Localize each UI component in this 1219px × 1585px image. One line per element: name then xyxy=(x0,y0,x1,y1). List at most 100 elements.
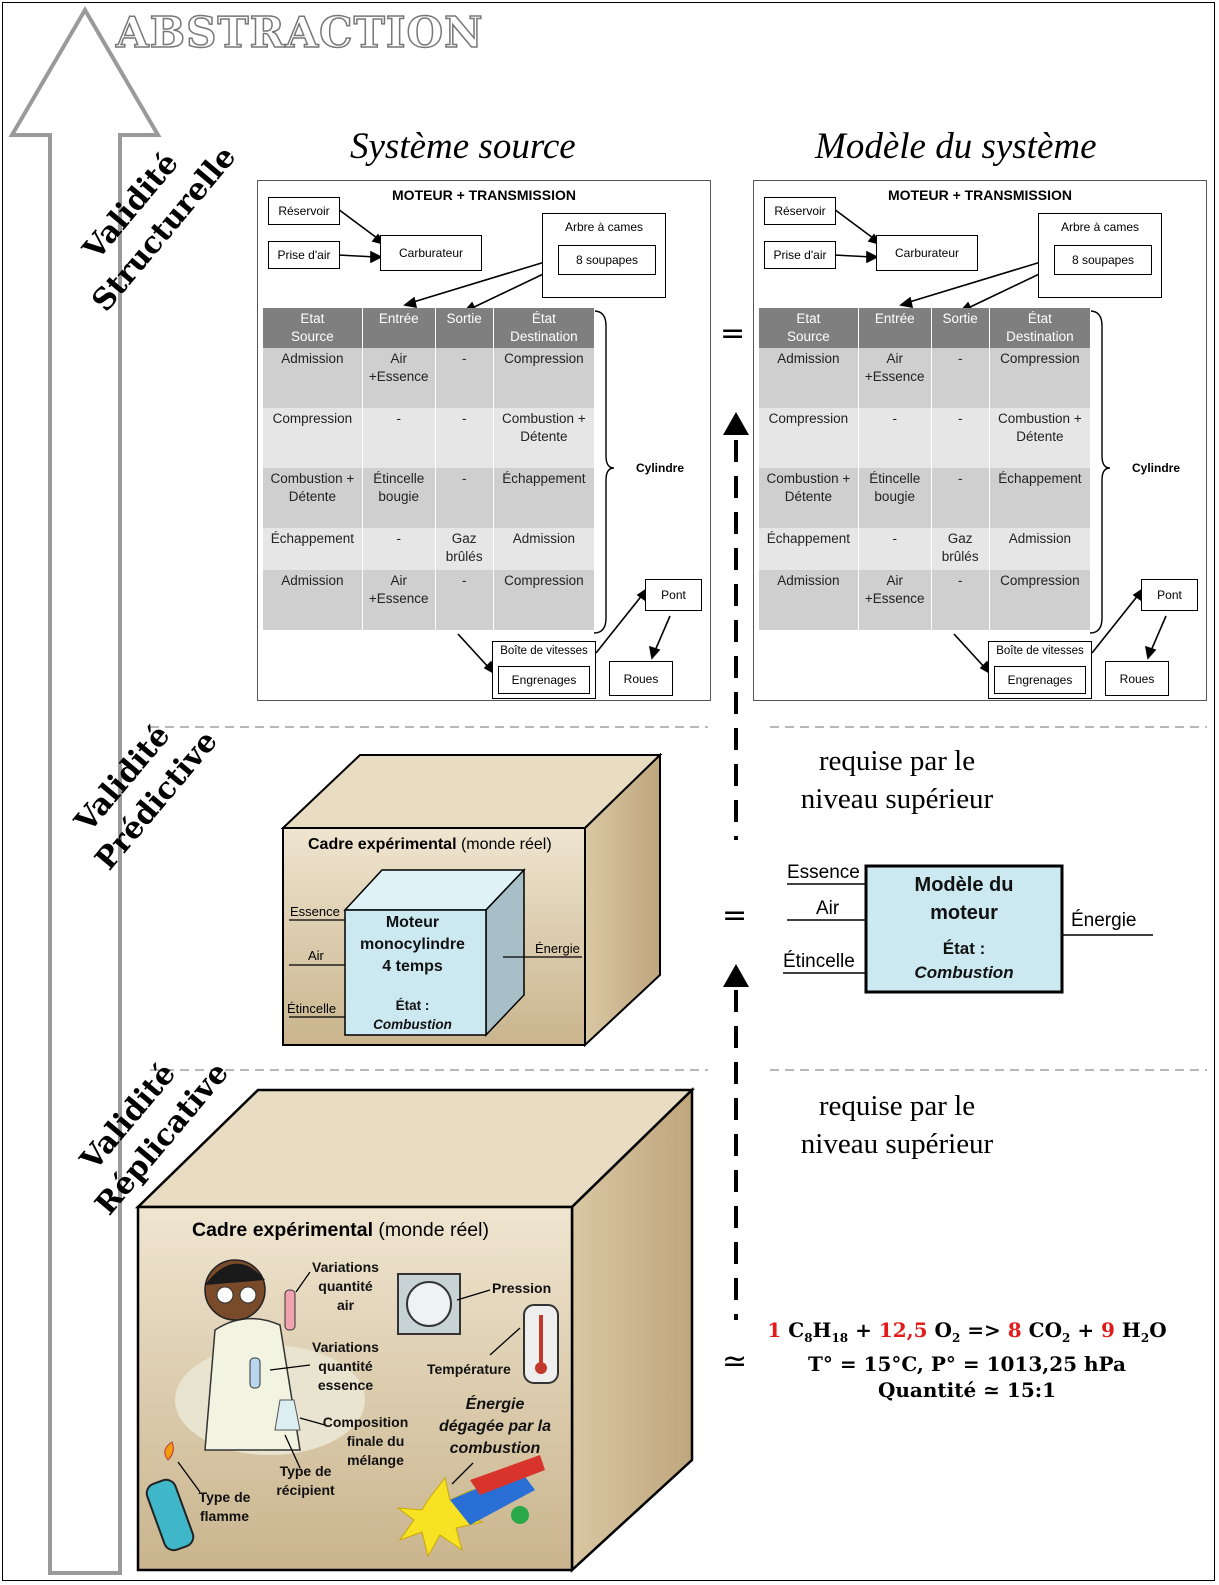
box-pont: Pont xyxy=(645,579,702,611)
table-cell: - xyxy=(435,570,494,630)
box-reservoir: Réservoir xyxy=(268,197,340,225)
thermometer-illustration xyxy=(523,1304,559,1384)
table-header-cell: Sortie xyxy=(435,308,494,348)
table-row: Compression--Combustion +Détente xyxy=(263,408,596,468)
structure-arrows xyxy=(337,208,671,675)
box-engrenages: Engrenages xyxy=(498,666,590,694)
table-header-cell: Entrée xyxy=(858,308,932,348)
table-cell: Combustion +Détente xyxy=(263,468,363,528)
predictive-input-air: Air xyxy=(308,948,324,963)
label-pression: Pression xyxy=(492,1280,552,1296)
equal-sign-predictive: = xyxy=(722,898,748,933)
box-roues: Roues xyxy=(609,661,673,696)
table-cell: Admission xyxy=(493,528,596,570)
model-state: État :Combustion xyxy=(914,939,1014,982)
table-cell: - xyxy=(931,348,990,408)
table-cell: Échappement xyxy=(759,528,859,570)
structure-arrows xyxy=(833,208,1167,675)
table-cell: - xyxy=(362,408,436,468)
table-cell: Échappement xyxy=(493,468,596,528)
scientist-illustration xyxy=(175,1259,365,1455)
cylindre-label: Cylindre xyxy=(636,461,685,475)
table-cell: - xyxy=(858,408,932,468)
column-title-model: Modèle du système xyxy=(815,126,1097,167)
predictive-input-etincelle: Étincelle xyxy=(287,1001,337,1016)
equal-sign-structure: = xyxy=(720,316,746,351)
dashed-arrow-lower-head xyxy=(723,964,749,987)
table-cell: Compression xyxy=(493,348,596,408)
table-cell: - xyxy=(362,528,436,570)
box-engrenages: Engrenages xyxy=(994,666,1086,694)
table-cell: - xyxy=(931,408,990,468)
box-roues: Roues xyxy=(1105,661,1169,696)
table-cell: Air+Essence xyxy=(858,570,932,630)
inner-cube-front xyxy=(344,909,487,1036)
model-input-air: Air xyxy=(816,898,840,919)
table-cell: Admission xyxy=(263,348,363,408)
table-cell: Compression xyxy=(989,570,1092,630)
gauge-illustration xyxy=(397,1273,461,1335)
table-cell: Échappement xyxy=(263,528,363,570)
table-cell: Air+Essence xyxy=(362,348,436,408)
structure-panel-source: MOTEUR + TRANSMISSION Réservoir Prise d'… xyxy=(257,180,711,701)
table-cell: - xyxy=(931,468,990,528)
table-cell: Compression xyxy=(759,408,859,468)
box-pont: Pont xyxy=(1141,579,1198,611)
predictive-input-essence: Essence xyxy=(290,904,340,919)
model-input-etincelle: Étincelle xyxy=(783,951,855,972)
box-carburateur: Carburateur xyxy=(380,235,482,271)
table-cell: Air+Essence xyxy=(858,348,932,408)
structure-title: MOTEUR + TRANSMISSION xyxy=(888,187,1072,203)
approx-sign-replicative: ≃ xyxy=(722,1344,748,1379)
equation-line-2: T° = 15°C, P° = 1013,25 hPa xyxy=(807,1352,1127,1376)
abstraction-label: ABSTRACTION xyxy=(115,7,484,58)
table-header-cell: Entrée xyxy=(362,308,436,348)
table-cell: Combustion +Détente xyxy=(989,408,1092,468)
table-cell: - xyxy=(435,468,494,528)
table-cell: Admission xyxy=(989,528,1092,570)
chemical-equation: 1 C8H18 + 12,5 O2 => 8 CO2 + 9 H2O T° = … xyxy=(752,1317,1182,1403)
table-cell: Compression xyxy=(263,408,363,468)
model-box xyxy=(864,864,1064,994)
table-cell: - xyxy=(858,528,932,570)
box-soupapes: 8 soupapes xyxy=(558,245,656,275)
model-output-energie: Énergie xyxy=(1071,910,1137,931)
table-cell: Compression xyxy=(989,348,1092,408)
lighter-illustration xyxy=(145,1441,195,1552)
box-prise-air: Prise d'air xyxy=(764,241,836,269)
equation-line-3: Quantité ≃ 15:1 xyxy=(877,1378,1057,1402)
table-cell: Admission xyxy=(759,348,859,408)
table-row: Compression--Combustion +Détente xyxy=(759,408,1092,468)
engine-state: État :Combustion xyxy=(373,998,452,1032)
table-cell: Compression xyxy=(493,570,596,630)
box-carburateur: Carburateur xyxy=(876,235,978,271)
abstraction-arrow xyxy=(8,6,162,1575)
table-cell: - xyxy=(435,408,494,468)
model-input-essence: Essence xyxy=(787,862,860,883)
label-temperature: Température xyxy=(427,1361,511,1377)
table-header-cell: Sortie xyxy=(931,308,990,348)
predictive-frame-title: Cadre expérimental (monde réel) xyxy=(308,836,552,853)
